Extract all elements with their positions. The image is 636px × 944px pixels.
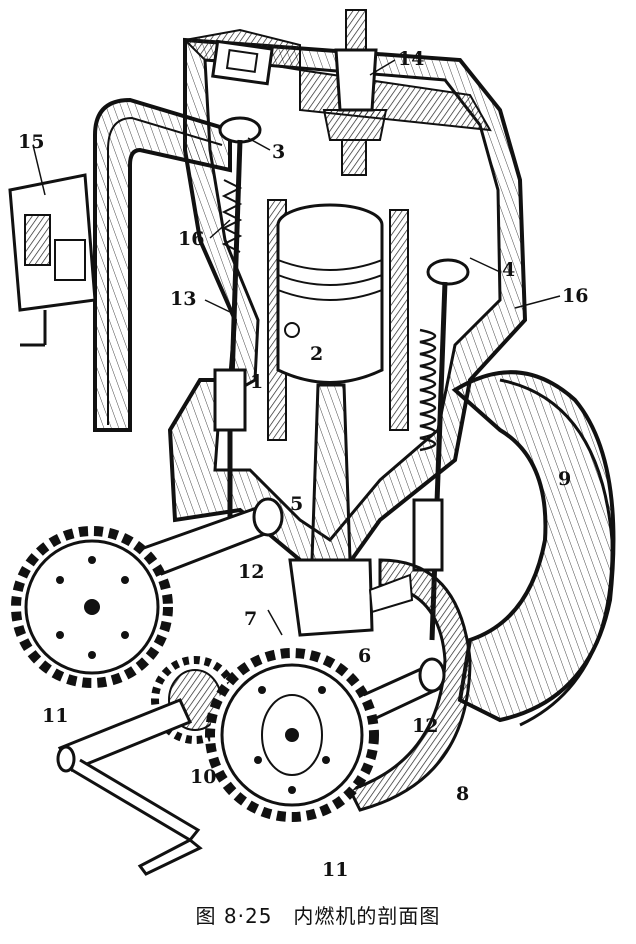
label-4: 4 — [502, 259, 515, 281]
label-2: 2 — [310, 343, 323, 365]
part-labels: 1 2 3 4 5 6 7 8 9 10 11 11 12 12 13 14 1… — [18, 48, 588, 881]
intake-pipe — [93, 97, 232, 432]
label-1: 1 — [250, 371, 263, 393]
label-9: 9 — [558, 468, 571, 490]
label-16: 16 — [178, 228, 204, 250]
label-6: 6 — [358, 645, 371, 667]
figure-caption: 图 8·25 内燃机的剖面图 — [195, 904, 441, 928]
connecting-rod — [288, 383, 374, 637]
label-12-right: 12 — [412, 715, 438, 737]
crankcase — [347, 558, 472, 812]
label-13: 13 — [170, 288, 196, 310]
exhaust-valve-assembly — [412, 258, 470, 641]
flywheel — [451, 370, 616, 727]
label-7: 7 — [244, 608, 257, 630]
label-10: 10 — [190, 766, 216, 788]
leader-lines — [32, 59, 561, 636]
label-11-bottom: 11 — [322, 859, 348, 881]
label-14: 14 — [398, 48, 424, 70]
label-12-left: 12 — [238, 561, 264, 583]
label-5: 5 — [290, 493, 303, 515]
label-11-left: 11 — [42, 705, 68, 727]
carburetor — [8, 173, 97, 347]
timing-gear-left — [11, 526, 173, 688]
label-3: 3 — [272, 141, 285, 163]
timing-gear-right — [205, 648, 379, 822]
label-8: 8 — [456, 783, 469, 805]
label-15: 15 — [18, 131, 44, 153]
spark-plug — [322, 9, 388, 176]
starting-crank — [56, 698, 203, 876]
intake-valve-assembly — [213, 116, 262, 520]
piston — [276, 203, 384, 384]
label-16-right: 16 — [562, 285, 588, 307]
